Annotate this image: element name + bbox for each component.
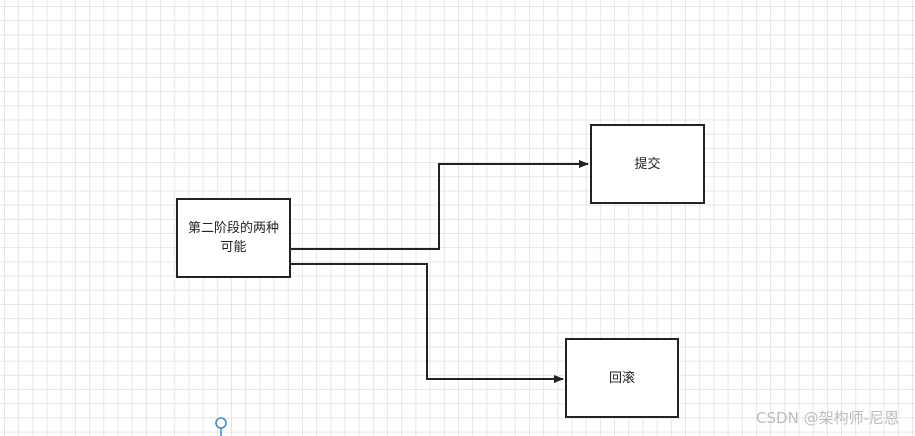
phase2-node-label: 第二阶段的两种可能 (187, 221, 279, 255)
phase2-node[interactable]: 第二阶段的两种可能 (176, 198, 291, 278)
connection-point-icon[interactable] (215, 417, 227, 436)
commit-node-label: 提交 (634, 156, 661, 172)
commit-node[interactable]: 提交 (590, 124, 705, 204)
rollback-node[interactable]: 回滚 (565, 338, 679, 418)
rollback-node-label: 回滚 (608, 370, 635, 386)
watermark: CSDN @架构师-尼恩 (756, 409, 899, 427)
edge-to-commit[interactable] (291, 160, 589, 250)
edge-to-rollback[interactable] (291, 263, 564, 383)
